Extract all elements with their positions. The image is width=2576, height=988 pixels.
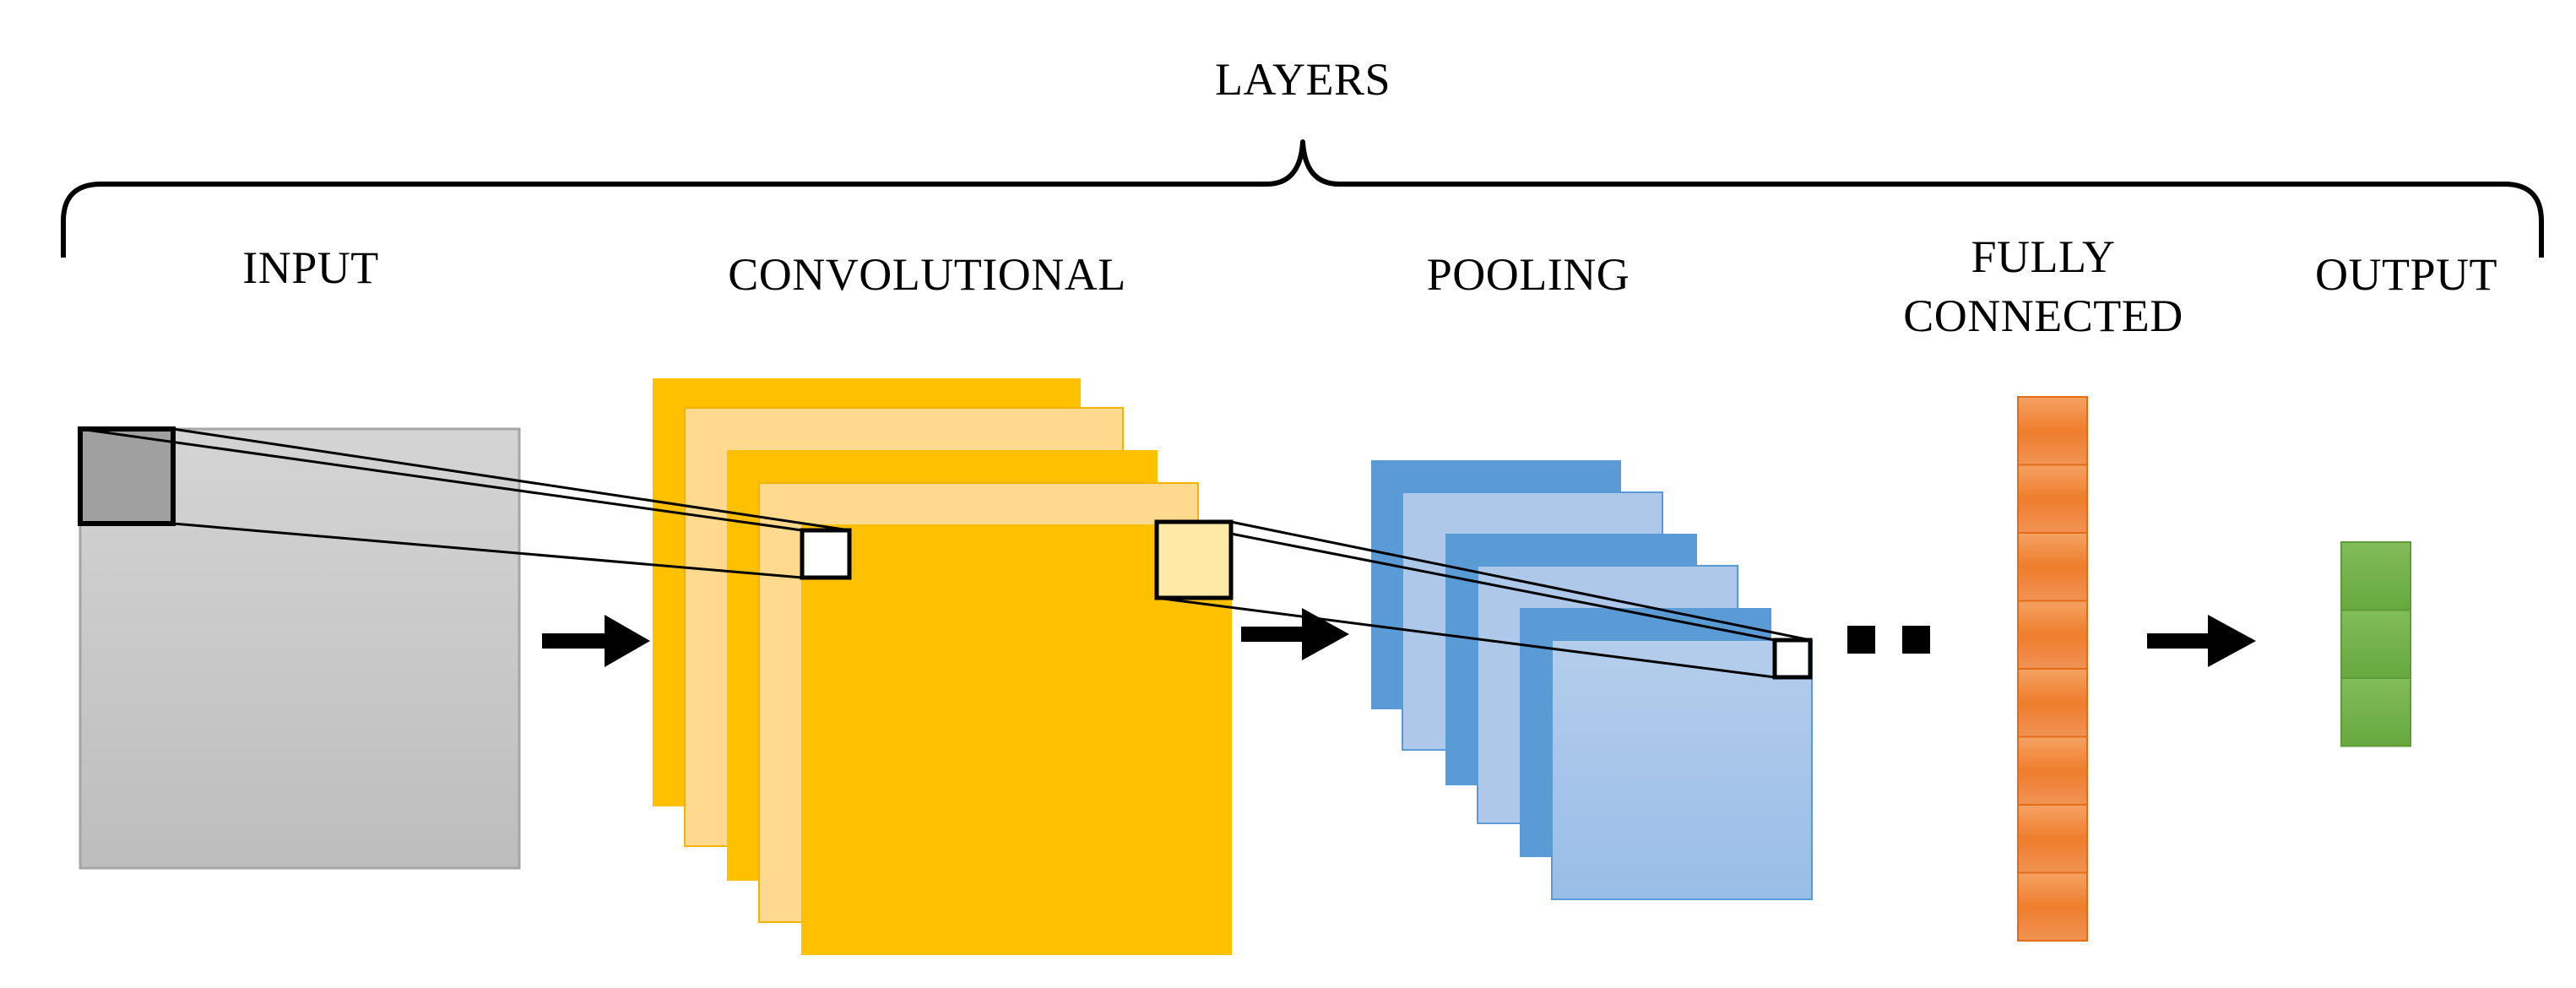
output-neuron (2340, 541, 2411, 611)
fc-neuron (2017, 600, 2088, 670)
projection-conv-to-pool (1156, 520, 1811, 679)
label-convolutional: CONVOLUTIONAL (728, 249, 1125, 300)
output-layer (2340, 541, 2411, 747)
diagram-title: LAYERS (1215, 54, 1391, 105)
fc-neuron (2017, 871, 2088, 942)
output-neuron (2340, 609, 2411, 679)
convolutional-layer (653, 378, 1234, 955)
label-fully-connected-line1: FULLY (1971, 231, 2115, 282)
arrow-right-icon (2147, 615, 2256, 667)
pool-output-cell (1772, 638, 1813, 680)
output-neuron (2340, 677, 2411, 747)
fc-neuron (2017, 804, 2088, 874)
projection-input-to-conv (79, 427, 850, 579)
fc-neuron (2017, 464, 2088, 534)
pooling-layer (1371, 460, 1813, 900)
fc-neuron (2017, 396, 2088, 466)
input-layer (78, 426, 521, 870)
curly-brace-icon (61, 139, 2544, 258)
conv-output-cell (800, 528, 852, 580)
fc-neuron (2017, 668, 2088, 738)
fully-connected-layer (2017, 396, 2088, 942)
label-input: INPUT (242, 242, 379, 293)
fc-neuron (2017, 736, 2088, 806)
conv-pooling-window (1154, 519, 1234, 600)
fc-neuron (2017, 532, 2088, 602)
ellipsis-icon (1847, 626, 1930, 654)
pool-map-6 (1551, 639, 1813, 900)
label-fully-connected-line2: CONNECTED (1903, 290, 2183, 341)
arrow-right-icon (542, 615, 650, 667)
arrow-right-icon (1241, 608, 1349, 660)
input-kernel-window (78, 426, 176, 526)
label-output: OUTPUT (2315, 249, 2497, 300)
label-pooling: POOLING (1427, 249, 1630, 300)
